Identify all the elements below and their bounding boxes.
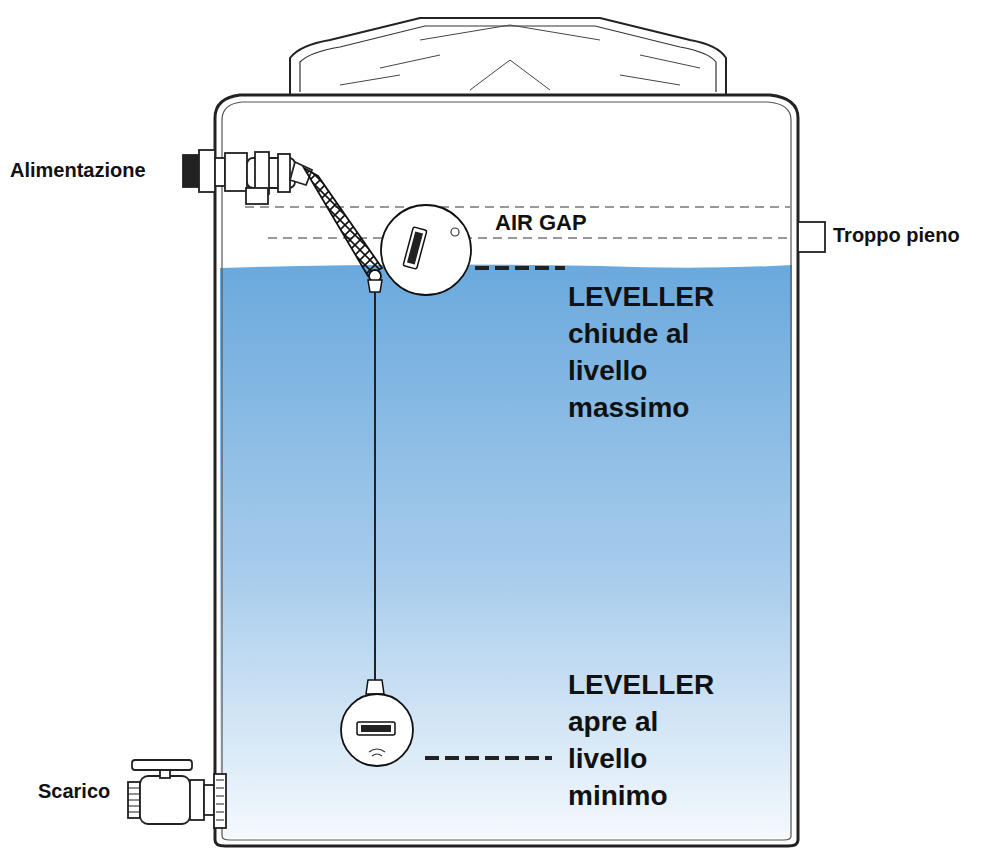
max-level-marker bbox=[475, 266, 565, 270]
inlet-label: Alimentazione bbox=[10, 159, 146, 181]
min-level-note: LEVELLER apre al livello minimo bbox=[568, 666, 728, 814]
tank-lid bbox=[290, 18, 726, 95]
water bbox=[220, 264, 792, 838]
max-level-note: LEVELLER chiude al livello massimo bbox=[568, 278, 728, 426]
inlet-valve bbox=[183, 150, 312, 204]
lower-float bbox=[341, 680, 413, 766]
drain-valve bbox=[128, 760, 226, 828]
float-arm bbox=[304, 168, 382, 276]
tank-wall bbox=[215, 95, 798, 846]
overflow-label: Troppo pieno bbox=[833, 224, 960, 246]
air-gap-label: AIR GAP bbox=[493, 211, 589, 235]
drain-label: Scarico bbox=[38, 780, 110, 802]
min-level-marker bbox=[425, 756, 552, 760]
overflow-pipe bbox=[798, 222, 825, 252]
upper-float bbox=[381, 205, 471, 295]
float-cord bbox=[374, 292, 376, 680]
